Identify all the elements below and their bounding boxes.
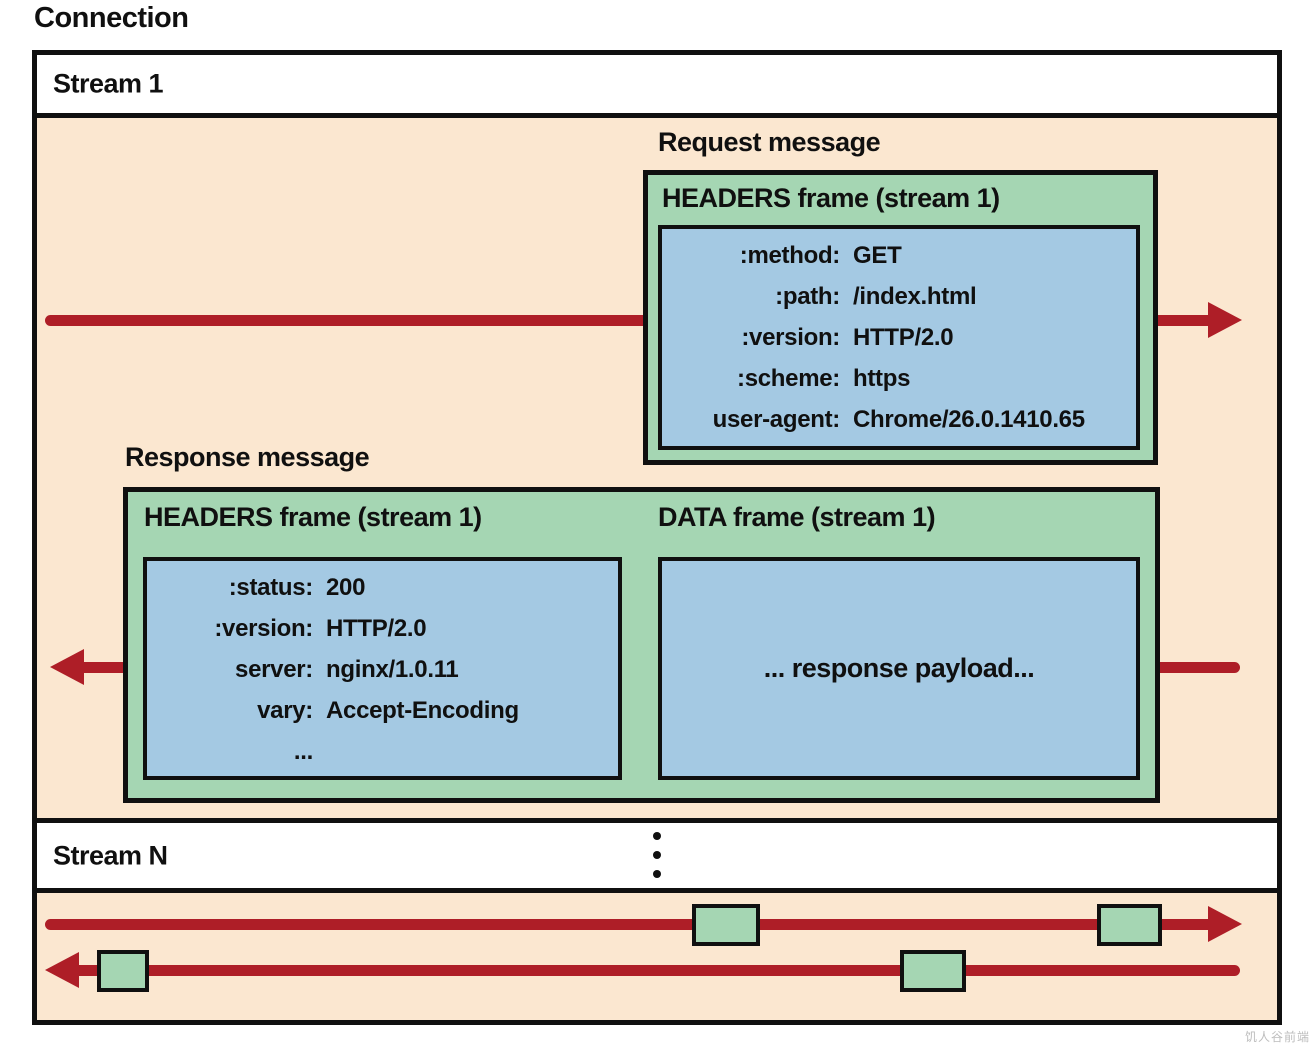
vertical-ellipsis-dots-icon	[653, 832, 661, 878]
header-key: :version:	[741, 324, 840, 351]
connection-box: Stream 1 Request message HEADERS frame (…	[32, 50, 1282, 1025]
connection-label: Connection	[34, 2, 189, 34]
header-key: :path:	[775, 283, 840, 310]
streamN-band: Stream N	[37, 818, 1277, 893]
header-value: HTTP/2.0	[853, 324, 954, 351]
header-key: :version:	[214, 615, 313, 642]
response-arrowhead-left-icon	[50, 649, 84, 685]
header-value: /index.html	[853, 283, 977, 310]
header-value: Accept-Encoding	[326, 697, 519, 724]
frame-chip	[900, 950, 966, 992]
frame-chip	[1097, 904, 1162, 946]
frame-chip	[692, 904, 760, 946]
request-arrow-line-right	[1158, 315, 1210, 326]
response-data-frame-title: DATA frame (stream 1)	[658, 502, 936, 532]
response-arrow-line-left	[82, 662, 123, 673]
request-headers-frame: HEADERS frame (stream 1) :method: GET :pa…	[643, 170, 1158, 465]
header-key: :method:	[739, 242, 841, 269]
streamN-content	[37, 893, 1277, 1015]
request-arrowhead-right-icon	[1208, 302, 1242, 338]
header-value	[326, 731, 618, 772]
header-key: :status:	[228, 574, 314, 601]
header-value: nginx/1.0.11	[326, 656, 459, 683]
header-value: Chrome/26.0.1410.65	[853, 406, 1085, 433]
response-data-box: ... response payload...	[658, 557, 1140, 780]
request-message-label: Request message	[658, 127, 881, 157]
header-key: user-agent:	[712, 406, 841, 433]
response-headers-frame-title: HEADERS frame (stream 1)	[144, 502, 482, 532]
stream1-label: Stream 1	[53, 68, 164, 99]
request-headers-box: :method: GET :path: /index.html :version: H…	[658, 225, 1140, 450]
header-value: HTTP/2.0	[326, 615, 427, 642]
streamN-request-arrowhead-icon	[1208, 906, 1242, 942]
header-key: :scheme:	[737, 365, 840, 392]
request-arrow-line-left	[45, 315, 643, 326]
header-value: GET	[853, 242, 902, 269]
stream1-content: Request message HEADERS frame (stream 1)…	[37, 118, 1277, 818]
response-message-label: Response message	[125, 442, 370, 472]
header-value: https	[853, 365, 911, 392]
streamN-label: Stream N	[53, 840, 168, 870]
response-payload-text: ... response payload...	[763, 653, 1035, 683]
stream1-band: Stream 1	[37, 55, 1277, 118]
response-headers-box: :status: 200 :version: HTTP/2.0 server: ngi…	[143, 557, 622, 780]
response-frames-box: HEADERS frame (stream 1) DATA frame (str…	[123, 487, 1160, 803]
streamN-request-arrow-line	[45, 919, 1208, 930]
header-value: 200	[326, 574, 366, 601]
response-arrow-line-right	[1160, 662, 1240, 673]
streamN-response-arrowhead-icon	[45, 952, 79, 988]
header-key: vary:	[257, 697, 313, 724]
request-frame-title: HEADERS frame (stream 1)	[662, 183, 1000, 213]
header-key: ...	[293, 738, 313, 765]
streamN-response-arrow-line	[79, 965, 1240, 976]
header-key: server:	[235, 656, 313, 683]
frame-chip	[97, 950, 149, 992]
watermark: 饥人谷前端	[1244, 1030, 1310, 1044]
